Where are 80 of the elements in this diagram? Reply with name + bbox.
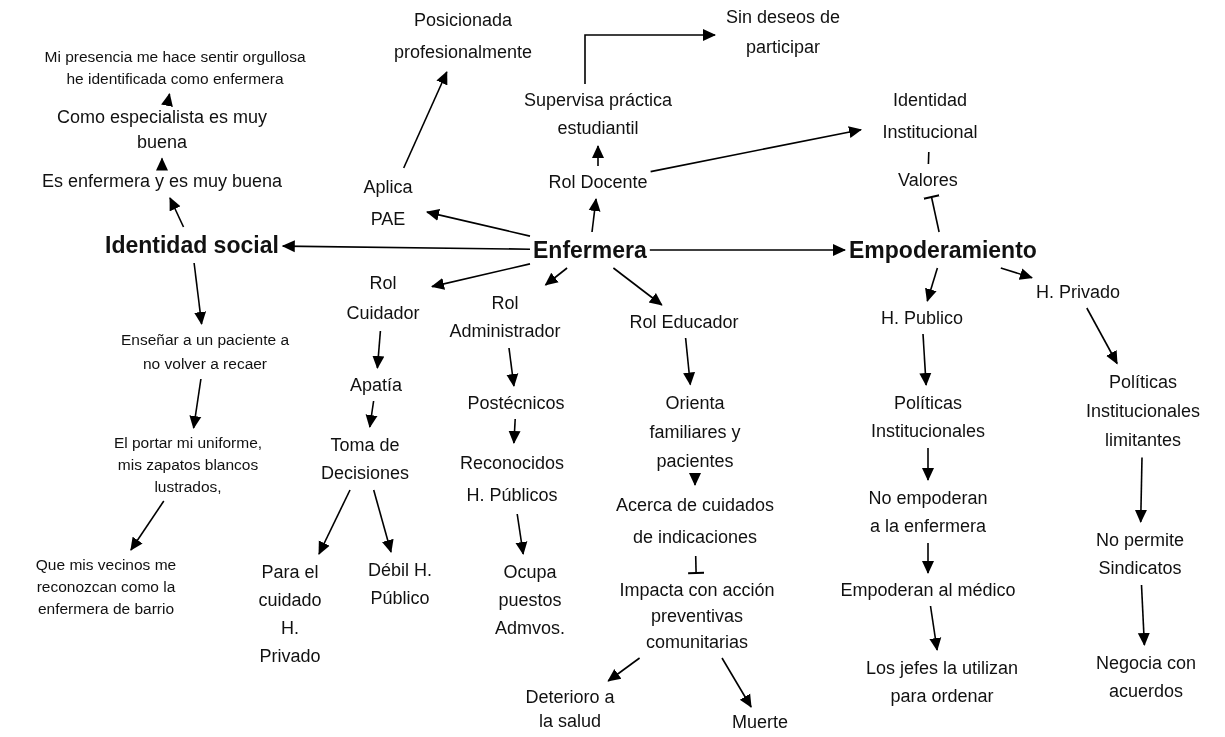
quote-text: Enseñar a un paciente a no volver a recaer: [116, 328, 294, 376]
arrow: [683, 337, 696, 386]
arrow: [193, 262, 207, 325]
concept-text: Rol Educador: [629, 309, 739, 335]
concept-text: Sin deseos de participar: [718, 2, 848, 62]
arrow: [402, 71, 448, 169]
concept-text: Muerte: [732, 711, 789, 733]
concept-text: Rol Cuidador: [338, 268, 428, 328]
arrow: [508, 418, 521, 444]
concept-text: Políticas Institucionales limitantes: [1073, 367, 1213, 455]
arrow: [1000, 267, 1033, 280]
concept-text: Orienta familiares y pacientes: [625, 388, 765, 476]
arrow: [431, 263, 531, 290]
concept-text: Rol Administrador: [440, 289, 570, 345]
arrow: [1134, 456, 1147, 523]
concept-text: Apatía: [350, 372, 403, 398]
arrow: [649, 244, 846, 256]
concept-text: Es enfermera y es muy buena: [42, 168, 283, 194]
concept-text: Ocupa puestos Admvos.: [487, 558, 573, 642]
arrow: [922, 447, 934, 481]
concept-text: Aplica PAE: [353, 171, 423, 235]
arrow: [130, 500, 165, 551]
concept-text: Reconocidos H. Públicos: [454, 447, 570, 511]
concept-text: Acerca de cuidados de indicaciones: [610, 489, 780, 553]
concept-text: Toma de Decisiones: [310, 431, 420, 487]
arrow: [372, 489, 394, 553]
arrow: [506, 347, 519, 387]
arrow: [607, 657, 641, 682]
concept-text: Posicionada profesionalmente: [363, 4, 563, 68]
main-concept-text: Identidad social: [105, 230, 279, 260]
arrow: [281, 240, 531, 253]
arrow: [426, 209, 531, 237]
arrow: [929, 605, 942, 651]
arrow: [1086, 307, 1118, 365]
arrow: [365, 400, 378, 428]
concept-text: Empoderan al médico: [840, 577, 1016, 603]
concept-text: Débil H. Público: [352, 556, 448, 612]
arrow: [919, 333, 932, 386]
concept-text: Identidad Institucional: [865, 84, 995, 148]
quote-text: Que mis vecinos me reconozcan como la enfermera de barrio: [21, 554, 191, 620]
arrow: [318, 489, 351, 555]
concept-text: Deterioro a la salud: [520, 685, 620, 733]
concept-text: Impacta con acción preventivas comunitarias: [609, 577, 785, 655]
concept-text: No empoderan a la enfermera: [865, 484, 991, 540]
arrow: [372, 330, 385, 369]
arrow: [721, 657, 752, 708]
concept-text: Los jefes la utilizan para ordenar: [852, 654, 1032, 710]
concept-text: Políticas Institucionales: [858, 389, 998, 445]
concept-text: H. Privado: [1036, 279, 1121, 305]
concept-text: Para el cuidado H. Privado: [250, 558, 330, 670]
concept-text: Postécnicos: [467, 390, 565, 416]
main-concept-text: Empoderamiento: [849, 235, 1037, 265]
concept-text: Supervisa práctica estudiantil: [508, 86, 688, 142]
connector-line: [927, 151, 930, 165]
arrow: [925, 267, 939, 302]
arrow: [592, 145, 604, 167]
concept-text: Negocia con acuerdos: [1091, 649, 1201, 705]
concept-text: H. Publico: [881, 305, 964, 331]
arrow: [156, 157, 168, 171]
arrow: [169, 197, 185, 228]
concept-text: Como especialista es muy buena: [42, 104, 282, 155]
arrow: [689, 473, 701, 486]
concept-text: Rol Docente: [548, 169, 648, 195]
quote-text: El portar mi uniforme, mis zapatos blancos lustrados,: [110, 432, 266, 498]
arrow: [584, 29, 716, 85]
arrow: [515, 513, 528, 555]
connector-line: [922, 194, 941, 233]
connector-line: [687, 555, 706, 575]
main-concept-text: Enfermera: [533, 235, 647, 265]
arrow: [612, 267, 663, 306]
arrow: [588, 198, 601, 233]
quote-text: Mi presencia me hace sentir orgullosa he identificada como enfermera: [40, 46, 310, 90]
arrow: [649, 126, 862, 173]
arrow: [189, 378, 202, 429]
arrow: [161, 93, 173, 107]
concept-text: Valores: [898, 167, 958, 193]
arrow: [922, 542, 934, 574]
arrow: [544, 267, 568, 286]
arrow: [1137, 584, 1150, 646]
concept-text: No permite Sindicatos: [1085, 526, 1195, 582]
